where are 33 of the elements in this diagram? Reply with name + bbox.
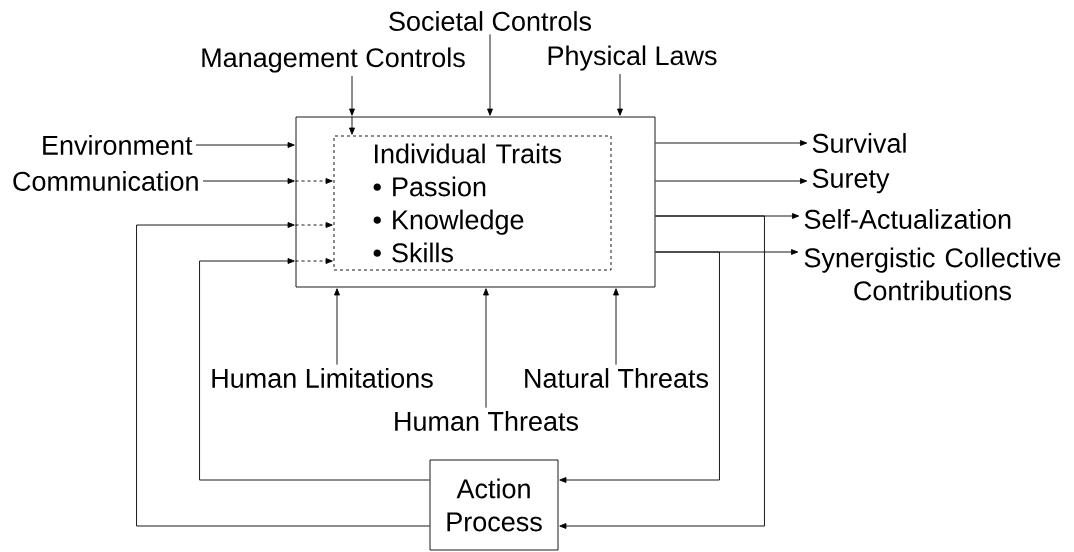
arrow bbox=[655, 140, 808, 146]
control-label: Physical Laws bbox=[548, 45, 717, 71]
arrow bbox=[199, 258, 430, 481]
arrow bbox=[613, 288, 619, 366]
threat-label: Human Limitations bbox=[212, 368, 433, 388]
arrow bbox=[655, 178, 808, 184]
dashed-arrow bbox=[295, 222, 333, 228]
output-label: Synergistic Collective Contributions bbox=[804, 247, 1061, 301]
arrow bbox=[202, 178, 295, 184]
threat-label: Human Threats bbox=[395, 411, 579, 431]
traits-box: Individual Traits • Passion • Knowledge • Skills bbox=[333, 135, 612, 271]
process-box: Action Process bbox=[429, 459, 559, 551]
arrow bbox=[559, 251, 720, 483]
arrow bbox=[483, 288, 489, 409]
arrow bbox=[136, 222, 430, 527]
arrow bbox=[195, 142, 295, 148]
arrow bbox=[334, 288, 340, 366]
input-label: Environment bbox=[43, 135, 193, 155]
dashed-arrow bbox=[295, 258, 333, 264]
output-label: Survival bbox=[812, 133, 906, 153]
output-label: Self-Actualization bbox=[804, 209, 1011, 229]
arrow bbox=[559, 215, 765, 529]
dashed-arrow bbox=[295, 178, 333, 184]
output-label: Surety bbox=[812, 168, 890, 194]
control-label: Societal Controls bbox=[389, 11, 592, 31]
arrow bbox=[617, 73, 623, 116]
arrow bbox=[349, 75, 355, 116]
threat-label: Natural Threats bbox=[525, 368, 709, 388]
control-label: Management Controls bbox=[202, 47, 465, 73]
arrow bbox=[487, 33, 493, 116]
arrow bbox=[349, 116, 355, 135]
input-label: Communication bbox=[13, 171, 198, 191]
system-box bbox=[295, 116, 656, 288]
